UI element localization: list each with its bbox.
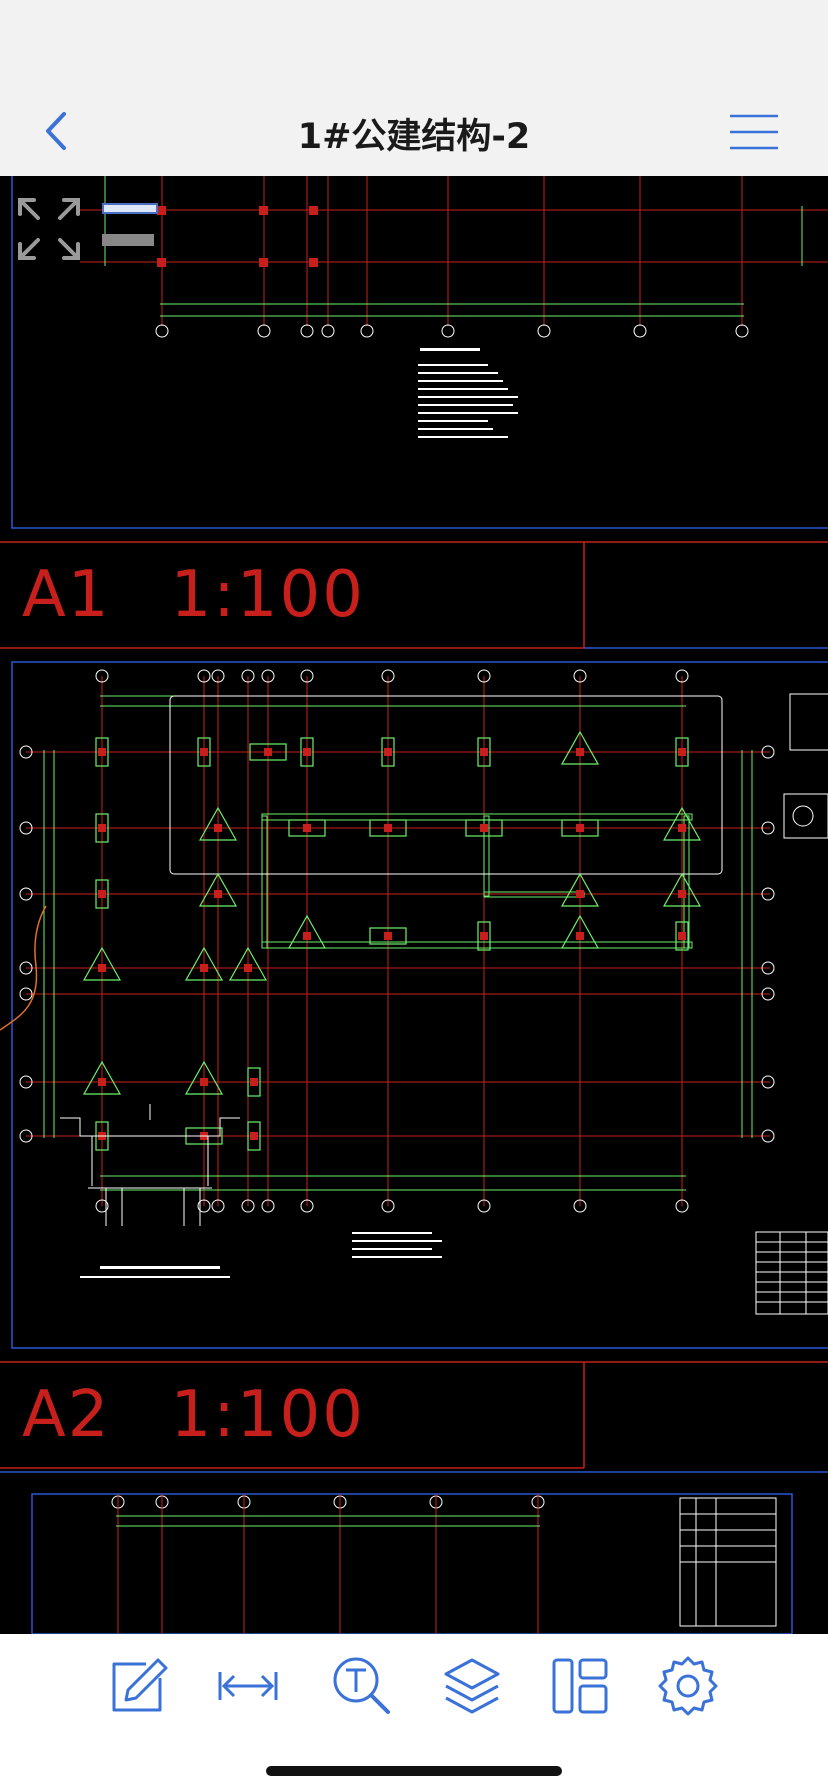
pencil-edit-icon <box>112 1658 168 1712</box>
chevron-left-icon <box>46 112 66 150</box>
hamburger-menu-icon <box>730 114 778 150</box>
bottom-toolbar <box>0 1634 828 1792</box>
layers-icon <box>444 1658 500 1714</box>
home-indicator <box>266 1766 562 1776</box>
page-title: 1#公建结构-2 <box>297 117 531 157</box>
cad-drawing <box>0 176 828 1634</box>
measure-distance-icon <box>218 1672 278 1700</box>
label-placeholder-bar <box>102 234 154 246</box>
settings-button[interactable] <box>656 1654 720 1718</box>
layout-panels-icon <box>552 1658 608 1714</box>
fullscreen-button[interactable] <box>14 194 84 264</box>
annotate-button[interactable] <box>106 1654 170 1718</box>
menu-button[interactable] <box>728 112 780 152</box>
selection-label-bar <box>102 203 158 214</box>
back-button[interactable] <box>38 108 78 154</box>
layout-button[interactable] <box>548 1654 612 1718</box>
gear-icon <box>658 1656 718 1716</box>
measure-button[interactable] <box>216 1654 280 1718</box>
text-search-button[interactable] <box>330 1654 394 1718</box>
expand-icon <box>18 198 80 260</box>
navigation-bar: 1#公建结构-2 <box>0 0 828 176</box>
text-search-icon <box>333 1657 390 1714</box>
layers-button[interactable] <box>440 1654 504 1718</box>
